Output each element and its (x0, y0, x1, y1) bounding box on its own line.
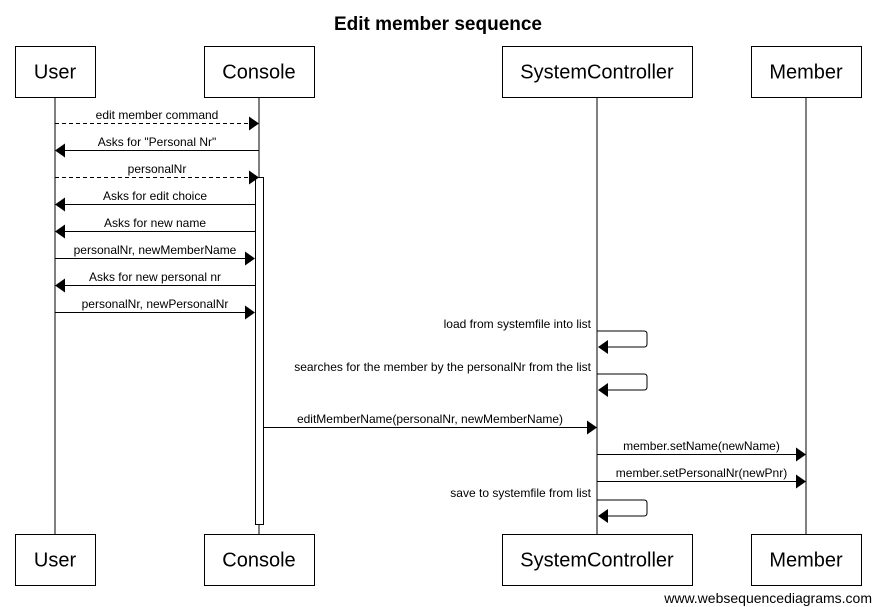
participant-label: Console (222, 62, 295, 84)
arrowhead (245, 305, 255, 320)
participant-label: Member (769, 550, 843, 572)
arrowhead (245, 251, 255, 266)
participant-label: Member (769, 62, 843, 84)
participant-user-bottom: User (15, 534, 96, 586)
message-label: load from systemfile into list (444, 317, 592, 331)
self-message-line (597, 373, 648, 391)
participant-controller-bottom: SystemController (502, 534, 693, 586)
participant-user-top: User (15, 46, 96, 98)
message-label: personalNr, newMemberName (74, 243, 237, 257)
message: personalNr (55, 162, 259, 185)
participant-box (204, 534, 315, 586)
message-label: member.setPersonalNr(newPnr) (616, 466, 787, 480)
message: member.setName(newName) (597, 439, 806, 462)
arrowhead (249, 170, 259, 185)
participant-member-top: Member (751, 46, 862, 98)
message-label: Asks for "Personal Nr" (98, 135, 217, 149)
participant-label: SystemController (520, 62, 674, 84)
message: Asks for "Personal Nr" (55, 135, 259, 158)
message-label: personalNr, newPersonalNr (82, 297, 229, 311)
participant-label: Console (222, 550, 295, 572)
message-label: save to systemfile from list (450, 486, 591, 500)
activations (255, 177, 264, 525)
message: Asks for edit choice (55, 189, 255, 212)
arrowhead (55, 278, 65, 293)
message: Asks for new name (55, 216, 255, 239)
message-label: Asks for new personal nr (89, 270, 221, 284)
diagram-title: Edit member sequence (334, 14, 542, 35)
participant-box (751, 46, 862, 98)
message-label: personalNr (128, 162, 187, 176)
participant-label: User (34, 550, 77, 572)
arrowhead (55, 143, 65, 158)
self-message-line (597, 499, 648, 517)
console-activation-bar (255, 177, 264, 525)
message-label: searches for the member by the personalN… (294, 360, 591, 374)
message-label: edit member command (96, 108, 219, 122)
footer-watermark: www.websequencediagrams.com (663, 590, 872, 606)
message-label: Asks for new name (104, 216, 206, 230)
arrowhead (796, 447, 806, 462)
message: save to systemfile from list (450, 486, 648, 523)
participant-box (15, 534, 96, 586)
message: edit member command (55, 108, 259, 131)
message-label: member.setName(newName) (623, 439, 780, 453)
arrowhead (55, 224, 65, 239)
participant-console-bottom: Console (204, 534, 315, 586)
message: personalNr, newMemberName (55, 243, 255, 266)
participant-console-top: Console (204, 46, 315, 98)
participant-label: SystemController (520, 550, 674, 572)
self-message-line (597, 330, 648, 348)
arrowhead (796, 474, 806, 489)
participant-member-bottom: Member (751, 534, 862, 586)
message: load from systemfile into list (444, 317, 648, 354)
message: editMemberName(personalNr, newMemberName… (263, 412, 597, 435)
arrowhead (587, 420, 597, 435)
participant-label: User (34, 62, 77, 84)
participant-box (751, 534, 862, 586)
arrowhead (598, 340, 608, 354)
message: searches for the member by the personalN… (294, 360, 648, 397)
message-label: Asks for edit choice (103, 189, 207, 203)
message-label: editMemberName(personalNr, newMemberName… (297, 412, 563, 426)
participant-box (502, 46, 693, 98)
participant-box (502, 534, 693, 586)
arrowhead (598, 509, 608, 523)
arrowhead (55, 197, 65, 212)
message: Asks for new personal nr (55, 270, 255, 293)
participants: UserUserConsoleConsoleSystemControllerSy… (15, 46, 862, 586)
arrowhead (598, 383, 608, 397)
participant-box (15, 46, 96, 98)
arrowhead (249, 116, 259, 131)
message: member.setPersonalNr(newPnr) (597, 466, 806, 489)
message: personalNr, newPersonalNr (55, 297, 255, 320)
participant-controller-top: SystemController (502, 46, 693, 98)
participant-box (204, 46, 315, 98)
